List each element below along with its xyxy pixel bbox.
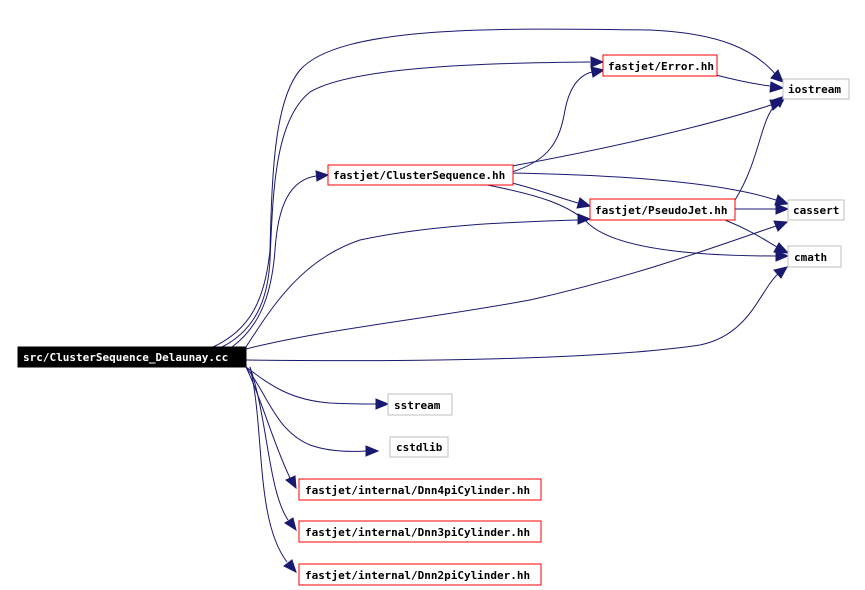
node-pseudojet-box[interactable] [589, 198, 736, 221]
edge-clustersequence-to-iostream [511, 104, 772, 167]
edge-root-to-pseudojet [245, 219, 579, 348]
edge-clustersequence-to-error [511, 71, 593, 173]
edge-root-to-error [221, 61, 591, 348]
edge-root-to-cassert [245, 225, 777, 350]
node-cassert: cassert [787, 199, 845, 221]
node-cmath: cmath [787, 245, 842, 268]
edge-root-to-sstream-arrowhead [375, 398, 390, 410]
edge-pseudojet-to-iostream [734, 103, 777, 201]
node-cmath-label: cmath [794, 251, 827, 264]
node-cstdlib-label: cstdlib [396, 441, 443, 454]
edge-root-to-sstream [245, 366, 377, 405]
node-sstream-label: sstream [394, 399, 441, 412]
edge-pseudojet-to-cmath-arrowhead [773, 242, 790, 254]
node-iostream-label: iostream [788, 83, 841, 96]
node-clustersequence-box[interactable] [327, 164, 514, 186]
edge-root-to-iostream [212, 28, 777, 348]
edge-root-to-dnn4pi [245, 366, 291, 479]
node-dnn2pi[interactable]: fastjet/internal/Dnn2piCylinder.hh [298, 563, 542, 586]
node-cmath-box [787, 245, 842, 268]
node-dnn4pi-label[interactable]: fastjet/internal/Dnn4piCylinder.hh [305, 484, 530, 497]
edge-clustersequence-to-error-arrowhead [590, 66, 606, 78]
edge-clustersequence-to-cmath [481, 183, 777, 257]
edge-clustersequence-to-cassert [511, 172, 777, 201]
node-sstream: sstream [387, 393, 453, 416]
graph-nodes: src/ClusterSequence_Delaunay.cc fastjet/… [17, 54, 850, 586]
edge-root-to-iostream-arrowhead [770, 69, 784, 83]
node-error-label[interactable]: fastjet/Error.hh [608, 60, 714, 73]
edge-pseudojet-to-cmath [724, 219, 778, 248]
node-pseudojet[interactable]: fastjet/PseudoJet.hh [589, 198, 736, 221]
node-error[interactable]: fastjet/Error.hh [602, 54, 718, 77]
edge-root-to-dnn3pi-arrowhead [284, 517, 297, 532]
edge-root-to-error-arrowhead [590, 56, 605, 68]
node-cassert-label: cassert [793, 204, 839, 217]
graph-edges [212, 28, 790, 573]
node-dnn2pi-label[interactable]: fastjet/internal/Dnn2piCylinder.hh [305, 569, 530, 582]
edge-clustersequence-to-cmath-arrowhead [775, 250, 790, 262]
edge-clustersequence-to-pseudojet [511, 182, 579, 204]
node-root-box [17, 346, 247, 368]
edge-root-to-clustersequence [231, 175, 317, 348]
node-root: src/ClusterSequence_Delaunay.cc [17, 346, 247, 368]
node-dnn3pi[interactable]: fastjet/internal/Dnn3piCylinder.hh [298, 520, 542, 543]
node-error-box[interactable] [602, 54, 718, 77]
edge-error-to-iostream [715, 74, 771, 87]
node-pseudojet-label[interactable]: fastjet/PseudoJet.hh [595, 204, 727, 217]
edge-root-to-dnn2pi [249, 366, 288, 563]
node-dnn3pi-box[interactable] [298, 520, 542, 543]
edge-root-to-cstdlib [245, 366, 367, 452]
node-clustersequence-label[interactable]: fastjet/ClusterSequence.hh [333, 169, 505, 182]
node-dnn3pi-label[interactable]: fastjet/internal/Dnn3piCylinder.hh [305, 526, 530, 539]
node-iostream: iostream [782, 78, 850, 100]
node-clustersequence[interactable]: fastjet/ClusterSequence.hh [327, 164, 514, 186]
edge-pseudojet-to-cassert-arrowhead [775, 203, 790, 215]
node-cstdlib: cstdlib [389, 436, 449, 458]
edge-error-to-iostream-arrowhead [769, 81, 785, 93]
edge-root-to-cmath [245, 273, 779, 362]
node-iostream-box [782, 78, 850, 100]
edge-clustersequence-to-cassert-arrowhead [774, 194, 790, 206]
node-sstream-box [387, 393, 453, 416]
edge-root-to-dnn4pi-arrowhead [285, 475, 297, 490]
node-dnn4pi[interactable]: fastjet/internal/Dnn4piCylinder.hh [298, 478, 542, 501]
edge-pseudojet-to-iostream-arrowhead [772, 95, 786, 108]
edge-clustersequence-to-pseudojet-arrowhead [576, 197, 592, 209]
edge-root-to-cassert-arrowhead [773, 220, 789, 232]
edge-root-to-cstdlib-arrowhead [365, 445, 380, 457]
node-root-label: src/ClusterSequence_Delaunay.cc [23, 351, 228, 364]
edge-root-to-cmath-arrowhead [773, 266, 788, 279]
edge-root-to-dnn3pi [249, 366, 289, 521]
edge-root-to-dnn2pi-arrowhead [283, 559, 297, 573]
node-cassert-box [787, 199, 845, 221]
edge-root-to-clustersequence-arrowhead [315, 170, 330, 182]
node-cstdlib-box [389, 436, 449, 458]
node-dnn4pi-box[interactable] [298, 478, 542, 501]
node-dnn2pi-box[interactable] [298, 563, 542, 586]
